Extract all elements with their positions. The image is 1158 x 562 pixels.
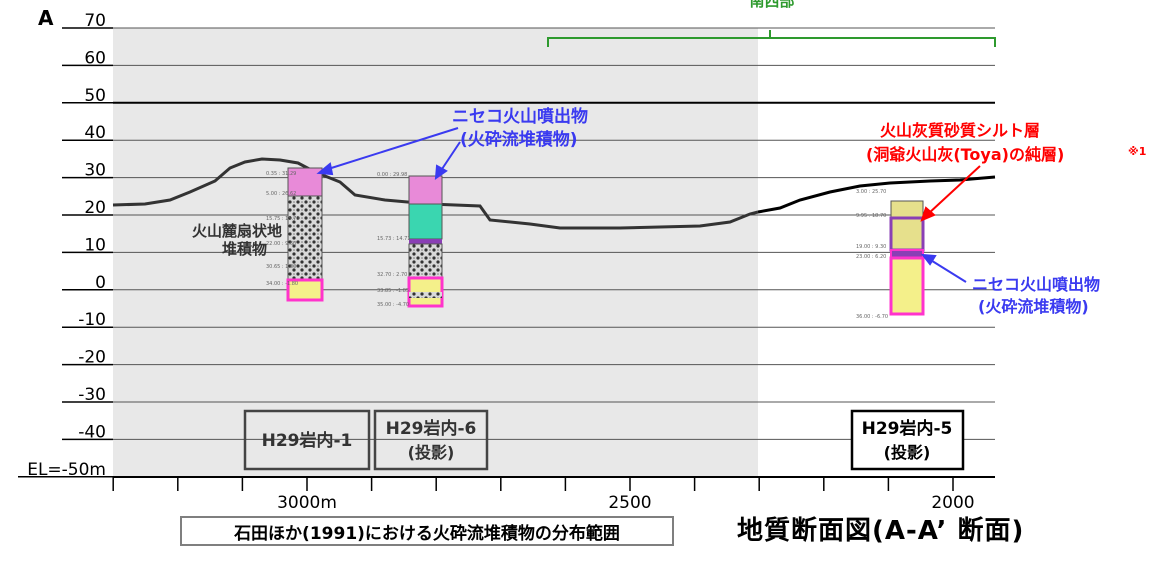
- svg-text:36.00 : -6.70: 36.00 : -6.70: [856, 314, 888, 320]
- borehole-h29-iwanai-5: 3.00 : 25.70 9.95 : 18.70 19.00 : 9.30 2…: [856, 189, 925, 320]
- svg-text:0.35 : 31.29: 0.35 : 31.29: [266, 171, 296, 177]
- svg-text:34.00 : -1.80: 34.00 : -1.80: [266, 281, 298, 287]
- niseko-lower-label-1: ニセコ火山噴出物: [972, 275, 1100, 294]
- distance-tick-label: 2500: [608, 493, 651, 513]
- elevation-tick-label: -20: [78, 348, 106, 368]
- southwest-bracket: [547, 30, 996, 47]
- distance-ticks: [112, 477, 954, 491]
- ground-profile-left: [112, 157, 759, 230]
- toya-label-2: (洞爺火山灰(Toya)の純層): [866, 145, 1064, 164]
- toya-note: ※1: [1128, 145, 1146, 158]
- elevation-tick-label: 30: [84, 161, 106, 181]
- distance-tick-labels: 3000m 2500 2000: [277, 493, 975, 513]
- southwest-label: 南西部: [749, 0, 794, 10]
- elevation-tick-label: 70: [84, 11, 106, 31]
- label-box-bh6: H29岩内-6 (投影): [373, 409, 489, 471]
- svg-text:0.00 : 29.98: 0.00 : 29.98: [377, 172, 407, 178]
- borehole-h29-iwanai-1: 0.35 : 31.29 5.00 : 26.62 15.75 : 15.70 …: [266, 167, 324, 302]
- niseko-upper-label-1: ニセコ火山噴出物: [452, 106, 588, 127]
- distance-tick-label: 3000m: [277, 493, 337, 513]
- elevation-tick-label: -10: [78, 310, 106, 330]
- svg-text:5.00 : 26.62: 5.00 : 26.62: [266, 191, 296, 197]
- elevation-tick-label: 50: [84, 86, 106, 106]
- niseko-lower-arrow: [920, 253, 967, 283]
- niseko-upper-arrows: [316, 127, 461, 181]
- figure-title: 地質断面図(A-A’ 断面): [737, 516, 1025, 546]
- bh6-label-2: (投影): [408, 443, 455, 462]
- label-box-bh5: H29岩内-5 (投影): [850, 409, 965, 471]
- elevation-tick-label: 0: [95, 273, 106, 293]
- svg-text:22.00 : 9.60: 22.00 : 9.60: [266, 241, 296, 247]
- svg-text:3.00 : 25.70: 3.00 : 25.70: [856, 189, 886, 195]
- tuff-fan-label-2: 堆積物: [222, 240, 267, 258]
- elevation-tick-label: EL=-50m: [27, 460, 106, 480]
- ground-profile-right: [757, 175, 996, 214]
- svg-text:23.00 : 6.20: 23.00 : 6.20: [856, 254, 886, 260]
- bh6-label-1: H29岩内-6: [386, 418, 477, 439]
- borehole-h29-iwanai-6: 0.00 : 29.98 15.73 : 14.71 32.70 : 2.70 …: [377, 172, 444, 308]
- svg-text:9.95 : 18.70: 9.95 : 18.70: [856, 213, 886, 219]
- svg-text:33.85 : -1.85: 33.85 : -1.85: [377, 288, 409, 294]
- svg-text:19.00 : 9.30: 19.00 : 9.30: [856, 244, 886, 250]
- niseko-upper-label-2: (火砕流堆積物): [460, 129, 578, 150]
- label-box-bh1: H29岩内-1: [243, 409, 371, 471]
- elevation-grid: [113, 27, 995, 440]
- svg-text:32.70 : 2.70: 32.70 : 2.70: [377, 272, 407, 278]
- distance-tick-label: 2000: [931, 493, 974, 513]
- elevation-tick-label: 20: [84, 198, 106, 218]
- svg-text:15.75 : 15.70: 15.75 : 15.70: [266, 216, 300, 222]
- elevation-tick-label: -30: [78, 385, 106, 405]
- elevation-tick-label: 10: [84, 235, 106, 255]
- svg-text:15.73 : 14.71: 15.73 : 14.71: [377, 236, 411, 242]
- toya-arrow: [920, 165, 981, 222]
- bh5-label-2: (投影): [884, 443, 931, 462]
- svg-text:30.65 : 1.00: 30.65 : 1.00: [266, 264, 296, 270]
- elevation-tick-label: 60: [84, 48, 106, 68]
- tuff-fan-label-1: 火山麓扇状地: [192, 222, 282, 240]
- elevation-tick-label: 40: [84, 123, 106, 143]
- bh5-label-1: H29岩内-5: [862, 418, 953, 439]
- bh1-label: H29岩内-1: [262, 430, 353, 451]
- toya-label-1: 火山灰質砂質シルト層: [880, 121, 1040, 140]
- distribution-legend-box: 石田ほか(1991)における火砕流堆積物の分布範囲: [180, 516, 674, 546]
- section-start-label: A: [38, 6, 54, 30]
- elevation-tick-label: -40: [78, 422, 106, 442]
- svg-text:35.00 : -4.70: 35.00 : -4.70: [377, 302, 409, 308]
- niseko-lower-label-2: (火砕流堆積物): [978, 297, 1089, 316]
